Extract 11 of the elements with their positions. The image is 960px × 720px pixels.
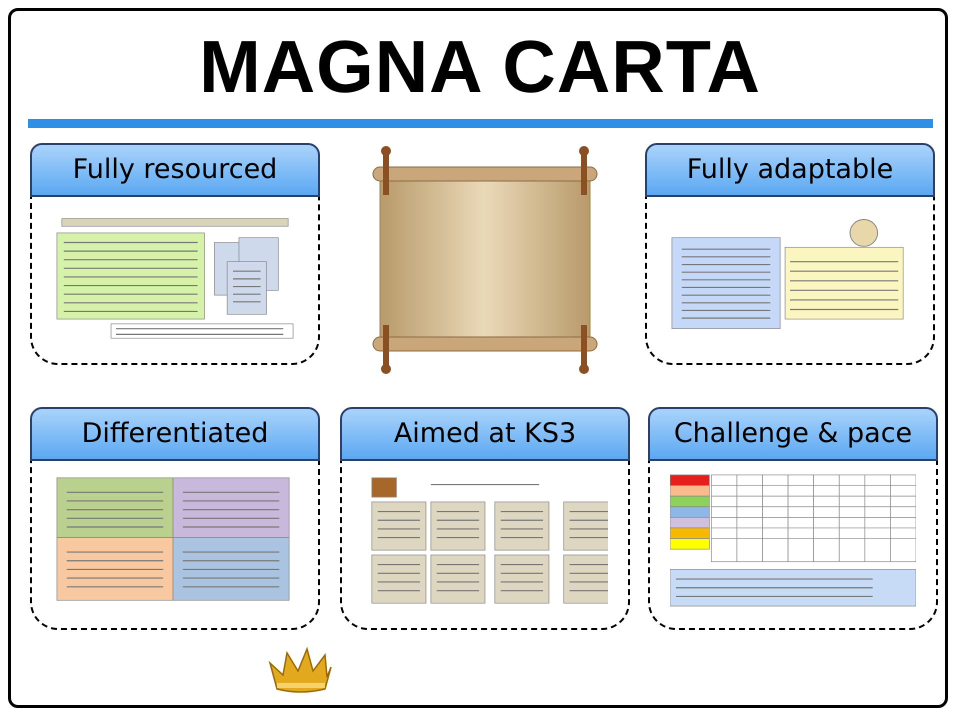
card-heading: Aimed at KS3 — [340, 407, 630, 461]
title: MAGNA CARTA — [198, 24, 762, 110]
feature-card — [30, 407, 320, 630]
card-heading: Fully resourced — [30, 143, 320, 197]
card-heading: Fully adaptable — [645, 143, 935, 197]
feature-card — [648, 407, 938, 630]
card-heading: Differentiated — [30, 407, 320, 461]
feature-card — [30, 143, 320, 365]
card-heading: Challenge & pace — [648, 407, 938, 461]
feature-card — [340, 407, 630, 630]
feature-card — [645, 143, 935, 365]
